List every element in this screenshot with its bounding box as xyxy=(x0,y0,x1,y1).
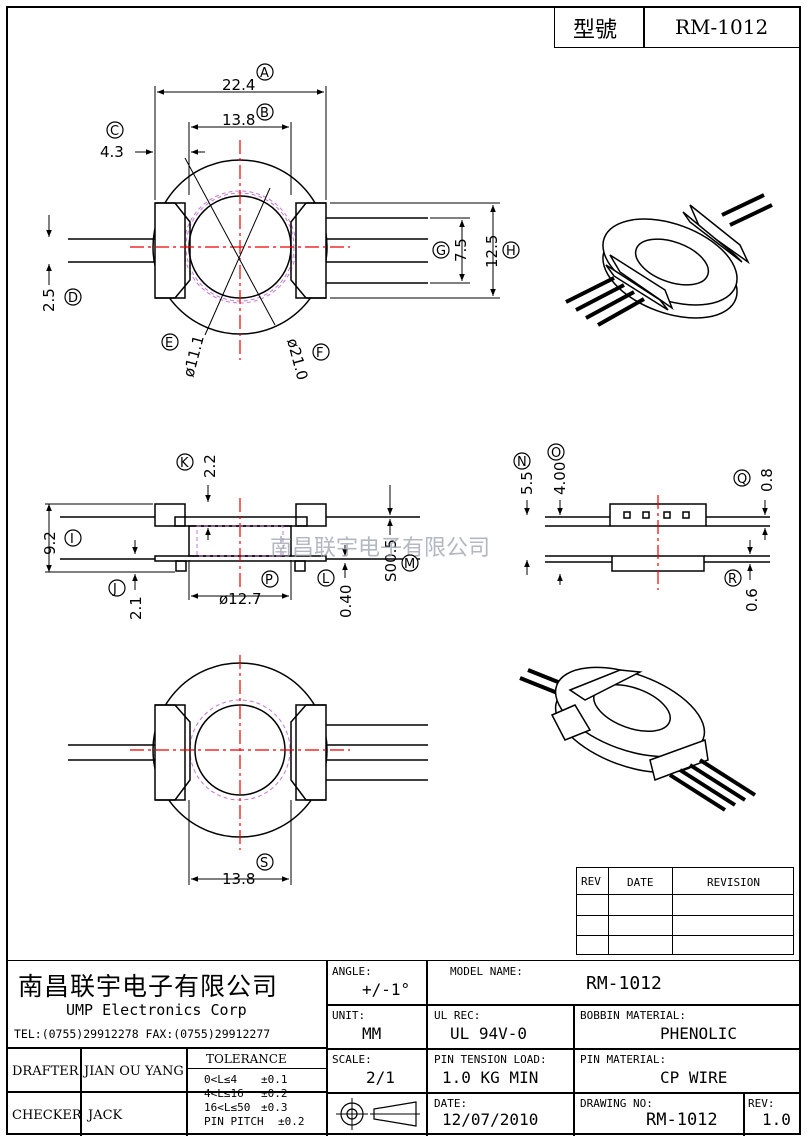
dim-p-value: ø12.7 xyxy=(219,590,262,608)
dim-k-value: 2.2 xyxy=(201,454,219,478)
drawing-frame xyxy=(6,6,801,1135)
tol-value-1: ±0.1 xyxy=(261,1073,288,1086)
drawing-no-value: RM-1012 xyxy=(646,1110,718,1130)
dim-e-value: ø11.1 xyxy=(179,333,207,379)
callout-o: O xyxy=(551,446,561,461)
callout-k: K xyxy=(180,456,189,471)
tolerance-label: TOLERANCE xyxy=(206,1052,287,1066)
dim-d-value: 2.5 xyxy=(40,288,58,312)
projection-symbol-icon xyxy=(336,1098,420,1130)
drawing-no-label: DRAWING NO: xyxy=(580,1097,653,1110)
bobbin-material-label: BOBBIN MATERIAL: xyxy=(580,1009,686,1022)
callout-i: I xyxy=(70,532,74,547)
dim-c-value: 4.3 xyxy=(100,143,124,161)
tol-range-1: 0<L≤4 xyxy=(204,1073,238,1086)
date-label: DATE: xyxy=(434,1097,468,1110)
dim-m-value: S00.5 xyxy=(382,539,400,582)
bottom-view xyxy=(68,655,428,850)
iso-view-bottom xyxy=(519,666,757,812)
revision-table: REV DATE REVISION xyxy=(576,867,794,955)
model-header-value: RM-1012 xyxy=(675,15,769,39)
pin-material-value: CP WIRE xyxy=(660,1068,728,1087)
checker-value: JACK xyxy=(88,1108,123,1123)
front-view xyxy=(545,495,770,590)
callout-l: L xyxy=(322,572,330,587)
rev-header-date: DATE xyxy=(627,876,654,889)
callouts: A B C D E F G H I J K L M N O P Q R S xyxy=(64,63,751,871)
scale-label: SCALE: xyxy=(332,1053,372,1066)
drafter-label: DRAFTER xyxy=(12,1064,79,1079)
drafter-value: JIAN OU YANG xyxy=(84,1064,184,1079)
dim-n-value: 5.5 xyxy=(518,471,536,495)
iso-view-top xyxy=(565,193,773,327)
callout-h: H xyxy=(506,244,516,259)
dim-l-value: 0.40 xyxy=(337,585,355,618)
callout-f: F xyxy=(316,346,323,361)
dim-f-value: ø21.0 xyxy=(283,336,311,382)
callout-r: R xyxy=(728,572,737,587)
company-name-en: UMP Electronics Corp xyxy=(66,1001,247,1019)
dim-i-value: 9.2 xyxy=(41,531,59,555)
unit-value: MM xyxy=(362,1024,382,1043)
top-view xyxy=(68,140,428,360)
callout-s: S xyxy=(260,856,268,871)
side-view xyxy=(60,498,420,590)
callout-b: B xyxy=(260,106,269,121)
model-name-value: RM-1012 xyxy=(586,973,662,994)
pin-tension-label: PIN TENSION LOAD: xyxy=(434,1053,547,1066)
tol-value-3: ±0.3 xyxy=(261,1101,288,1114)
scale-value: 2/1 xyxy=(366,1068,395,1087)
callout-m: M xyxy=(404,557,415,572)
tol-range-4: PIN PITCH xyxy=(204,1115,264,1128)
dim-g-value: 7.5 xyxy=(452,238,470,262)
model-header: 型號 RM-1012 xyxy=(554,6,801,48)
technical-drawing: 22.4 13.8 4.3 2.5 ø11.1 ø21.0 7.5 12.5 xyxy=(40,63,776,888)
callout-p: P xyxy=(265,573,273,588)
rev-value: 1.0 xyxy=(762,1110,791,1129)
pin-tension-value: 1.0 KG MIN xyxy=(442,1068,539,1087)
tol-value-4: ±0.2 xyxy=(278,1115,305,1128)
dim-s-value: 13.8 xyxy=(222,870,255,888)
rev-header-revision: REVISION xyxy=(707,876,760,889)
tol-range-3: 16<L≤50 xyxy=(204,1101,251,1114)
model-header-divider xyxy=(643,6,645,48)
title-block: 南昌联宇电子有限公司 UMP Electronics Corp TEL:(075… xyxy=(6,960,801,1136)
bobbin-material-value: PHENOLIC xyxy=(660,1024,738,1043)
unit-label: UNIT: xyxy=(332,1009,366,1022)
tol-range-2: 4<L≤16 xyxy=(204,1087,244,1100)
callout-e: E xyxy=(165,336,173,351)
dim-b-value: 13.8 xyxy=(222,111,255,129)
date-value: 12/07/2010 xyxy=(442,1110,539,1129)
watermark: 南昌联宇电子有限公司 xyxy=(270,536,490,561)
model-header-label: 型號 xyxy=(573,18,618,43)
dim-j-value: 2.1 xyxy=(127,596,145,620)
angle-value: +/-1° xyxy=(362,980,411,999)
company-contact: TEL:(0755)29912278 FAX:(0755)29912277 xyxy=(14,1027,271,1041)
tol-value-2: ±0.2 xyxy=(261,1087,288,1100)
company-name-cn: 南昌联宇电子有限公司 xyxy=(18,972,279,1001)
ul-rec-value: UL 94V-0 xyxy=(450,1024,528,1043)
dim-a-value: 22.4 xyxy=(222,76,255,94)
pin-material-label: PIN MATERIAL: xyxy=(580,1053,667,1066)
callout-q: Q xyxy=(737,472,747,487)
angle-label: ANGLE: xyxy=(332,965,372,978)
checker-label: CHECKER xyxy=(12,1108,82,1123)
callout-g: G xyxy=(436,244,446,259)
rev-label: REV: xyxy=(748,1097,775,1110)
callout-n: N xyxy=(517,455,527,470)
callout-a: A xyxy=(260,66,269,81)
dim-r-value: 0.6 xyxy=(743,588,761,612)
callout-d: D xyxy=(68,291,78,306)
model-name-label: MODEL NAME: xyxy=(450,965,523,978)
rev-header-rev: REV xyxy=(581,875,601,888)
ul-rec-label: UL REC: xyxy=(434,1009,481,1022)
dim-o-value: 4.00 xyxy=(551,462,569,495)
callout-j: J xyxy=(112,582,117,597)
dim-q-value: 0.8 xyxy=(758,468,776,492)
dim-h-value: 12.5 xyxy=(483,235,501,268)
callout-c: C xyxy=(110,124,119,139)
